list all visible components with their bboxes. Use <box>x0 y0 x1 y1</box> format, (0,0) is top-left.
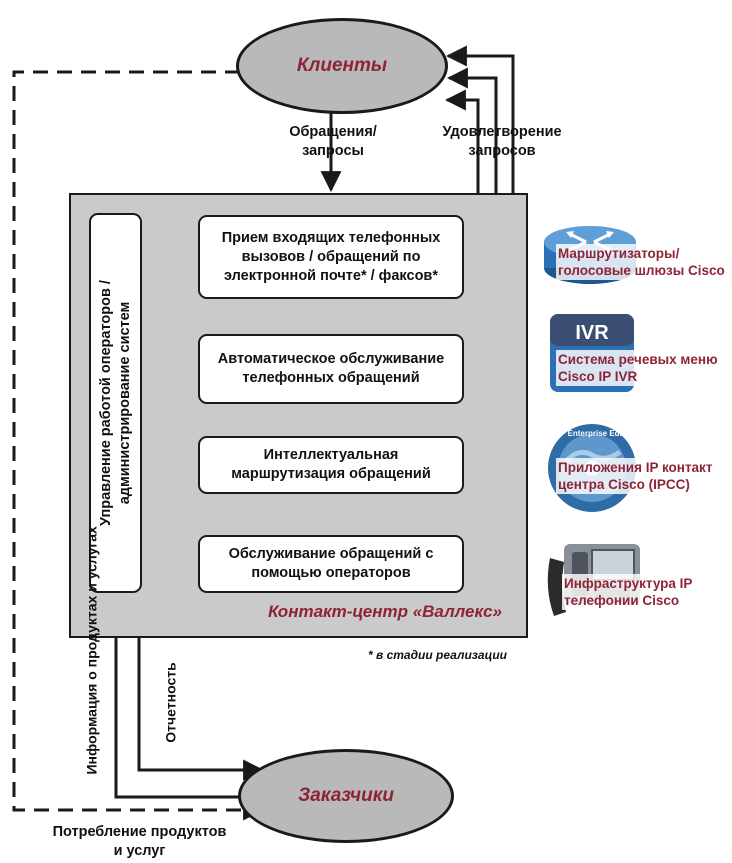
panel-ivr-label: Система речевых меню Cisco IP IVR <box>556 350 730 386</box>
satisfaction-arrow-2 <box>446 67 498 193</box>
reporting-arrow <box>137 593 265 781</box>
panel-ip-phone-label: Инфраструктура IP телефонии Cisco <box>562 574 716 610</box>
consumption-dashed-line <box>12 70 265 821</box>
satisfaction-arrow-3 <box>445 45 515 193</box>
panel-ip-phone: Инфраструктура IP телефонии Cisco <box>540 530 732 630</box>
panel-ipcc: Enterprise Edition Приложения IP контакт… <box>540 418 732 518</box>
clients-label: Клиенты <box>296 55 388 76</box>
process-box-operators: Обслуживание обращений с помощью операто… <box>198 535 464 593</box>
mgmt-box-label: Управление работой операторов / админист… <box>97 280 133 526</box>
satisfaction-label: Удовлетворение запросов <box>442 124 562 159</box>
consumption-label: Потребление продуктов и услуг <box>52 824 227 859</box>
info-arrow <box>105 593 264 799</box>
panel-ivr: IVR Система речевых меню Cisco IP IVR <box>540 302 732 402</box>
contact-center-title: Контакт-центр «Валлекс» <box>268 602 502 621</box>
panel-routers: Маршрутизаторы/ голосовые шлюзы Cisco <box>540 206 732 306</box>
customers-ellipse: Заказчики <box>238 749 454 843</box>
customers-label: Заказчики <box>298 785 394 806</box>
reporting-label: Отчетность <box>162 662 179 743</box>
panel-routers-label: Маршрутизаторы/ голосовые шлюзы Cisco <box>556 244 732 280</box>
process-box-intake: Прием входящих телефонных вызовов / обра… <box>198 215 464 299</box>
requests-label: Обращения/ запросы <box>289 124 377 159</box>
footnote: * в стадии реализации <box>368 648 507 662</box>
ipcc-icon-text: Enterprise Edition <box>568 429 637 438</box>
ivr-icon-text: IVR <box>575 322 609 344</box>
process-box-routing: Интеллектуальная маршрутизация обращений <box>198 436 464 494</box>
mgmt-box: Управление работой операторов / админист… <box>89 213 142 593</box>
panel-ipcc-label: Приложения IP контакт центра Cisco (IPCC… <box>556 458 730 494</box>
process-box-auto-service: Автоматическое обслуживание телефонных о… <box>198 334 464 404</box>
satisfaction-arrow-1 <box>444 89 480 193</box>
clients-ellipse: Клиенты <box>236 18 448 114</box>
info-label: Информация о продуктах и услугах <box>83 526 100 775</box>
